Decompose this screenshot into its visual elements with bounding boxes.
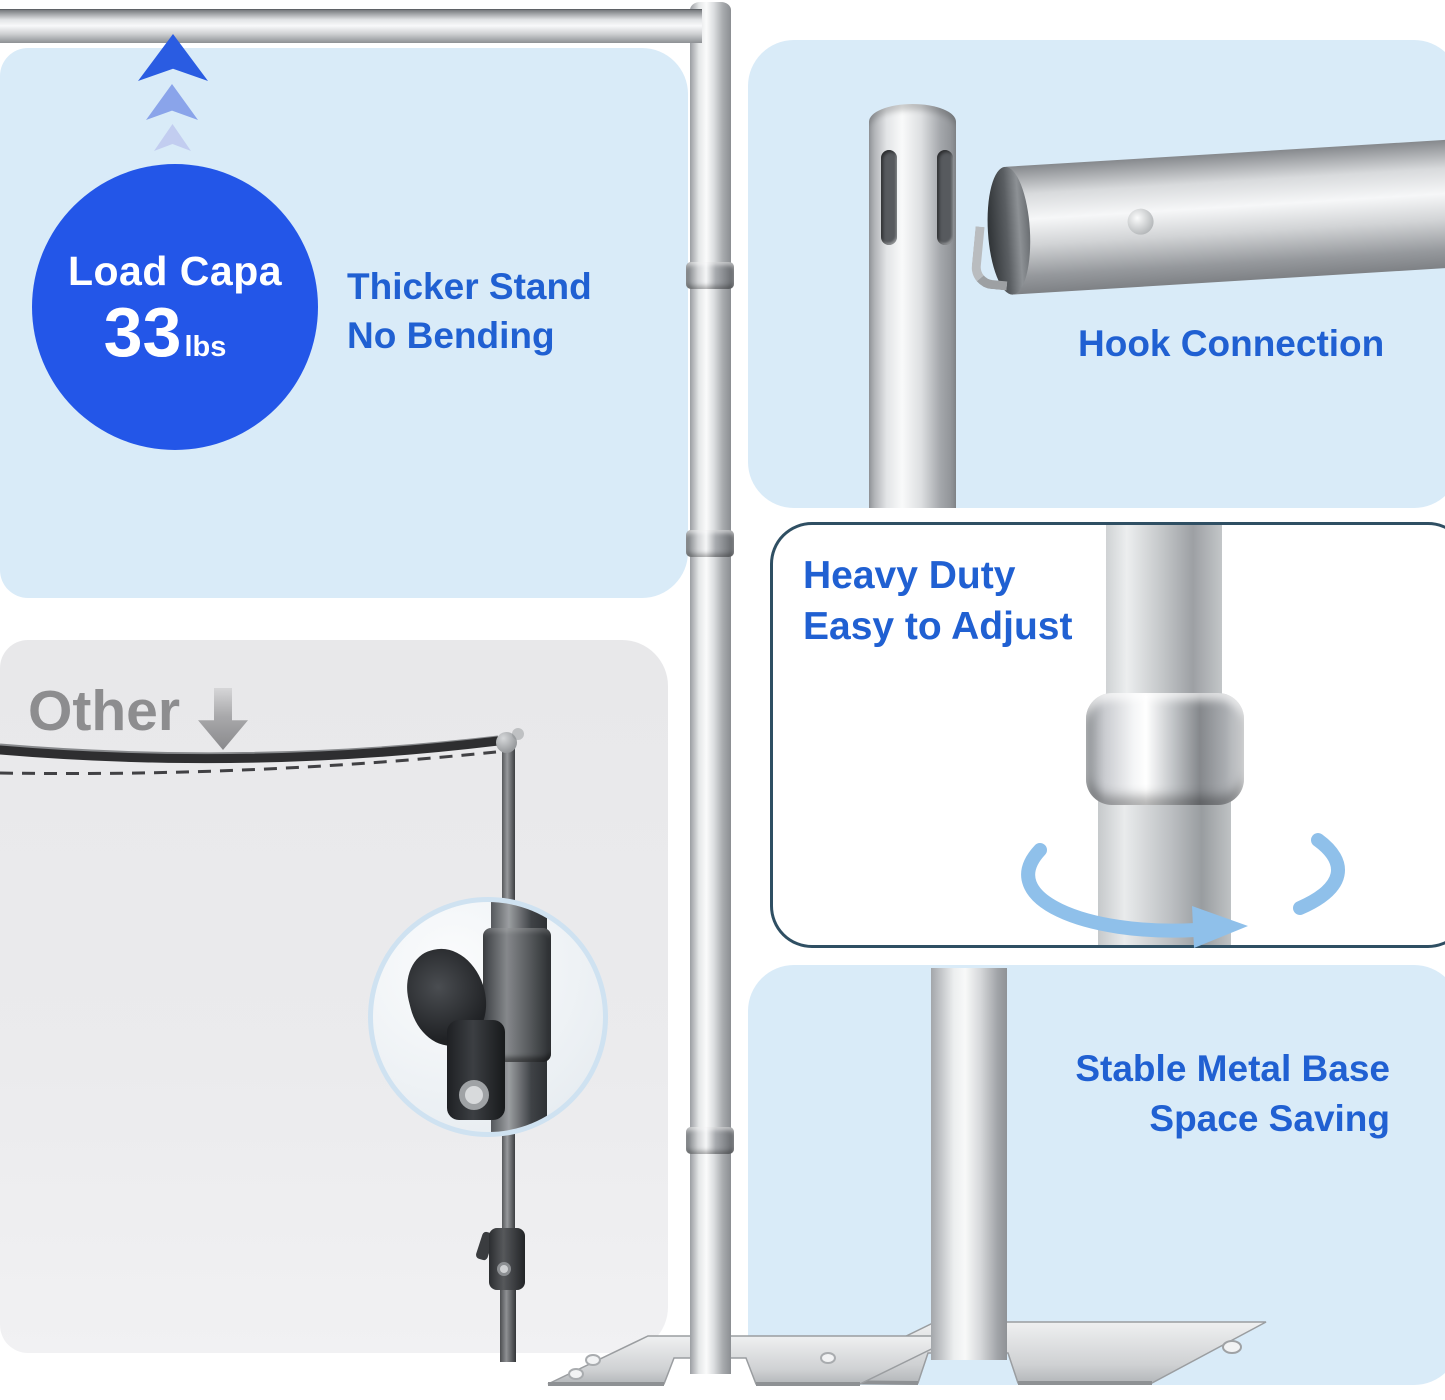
pole-connector-collar bbox=[686, 1127, 734, 1154]
competitor-clamp bbox=[489, 1228, 525, 1290]
load-capacity-label: Load Capa bbox=[67, 247, 283, 294]
caption-line: Stable Metal Base bbox=[1075, 1048, 1390, 1089]
caption-line: Space Saving bbox=[1149, 1098, 1390, 1139]
load-capacity-unit: lbs bbox=[184, 330, 227, 363]
load-capacity-value-row: 33 lbs bbox=[104, 297, 227, 367]
pole-slot-hole bbox=[881, 150, 897, 245]
caption-line: No Bending bbox=[347, 315, 555, 356]
heavy-duty-caption: Heavy Duty Easy to Adjust bbox=[803, 550, 1072, 652]
twist-lock-collar bbox=[1086, 693, 1244, 805]
load-capacity-badge: Load Capa 33 lbs bbox=[32, 164, 318, 450]
caption-line: Easy to Adjust bbox=[803, 605, 1073, 648]
stable-base-caption: Stable Metal Base Space Saving bbox=[990, 1044, 1390, 1144]
pole-slot-hole bbox=[937, 150, 953, 245]
competitor-joint bbox=[496, 732, 517, 753]
pole-connector-collar bbox=[686, 530, 734, 557]
competitor-joint-pin bbox=[512, 728, 524, 740]
thicker-stand-caption: Thicker Stand No Bending bbox=[347, 262, 592, 360]
adjust-pole-upper bbox=[1106, 525, 1222, 701]
zoom-detail-circle-icon bbox=[368, 897, 608, 1137]
competitor-pole-lower bbox=[500, 1290, 516, 1362]
pole-connector-collar bbox=[686, 262, 734, 289]
panel-stable-base bbox=[748, 965, 1445, 1385]
caption-line: Heavy Duty bbox=[803, 554, 1016, 597]
load-capacity-value: 33 bbox=[103, 292, 182, 371]
clamp-closeup-hole bbox=[459, 1080, 489, 1110]
competitor-clamp-hole bbox=[497, 1262, 511, 1276]
hook-connection-caption: Hook Connection bbox=[1078, 323, 1385, 364]
base-panel-pole bbox=[931, 968, 1007, 1360]
other-label: Other bbox=[28, 679, 181, 743]
caption-line: Thicker Stand bbox=[347, 266, 592, 307]
stand-crossbar bbox=[0, 9, 702, 43]
